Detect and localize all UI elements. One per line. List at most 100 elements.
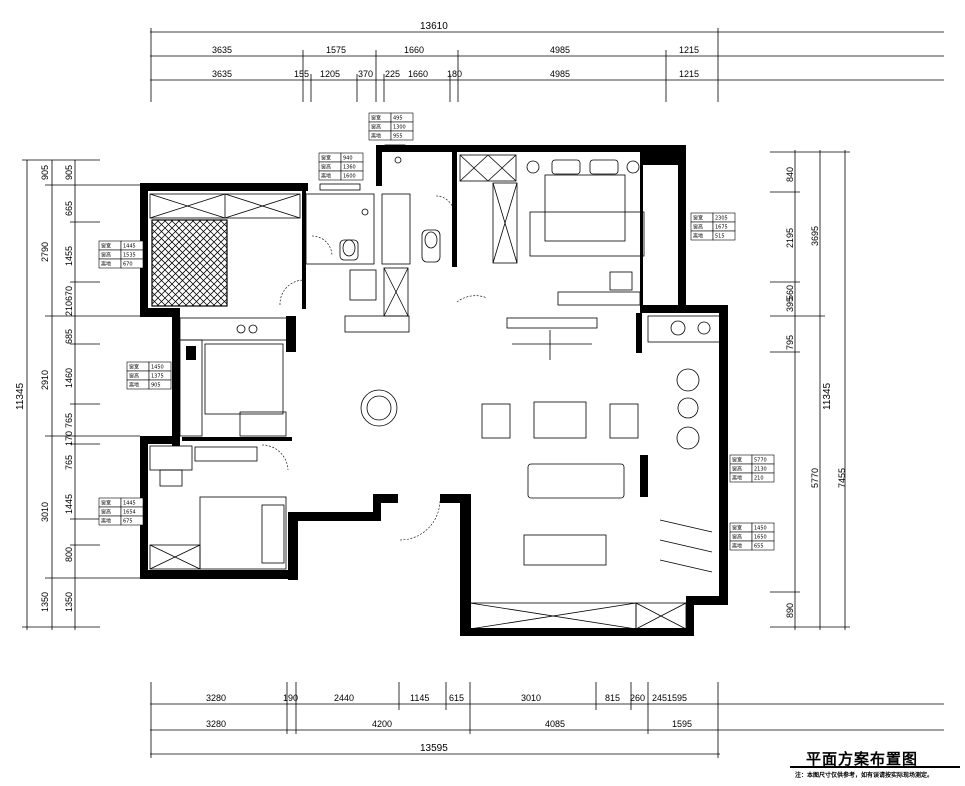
dim-right-i6: 890 (785, 603, 795, 618)
dim-left-i11: 800 (64, 547, 74, 562)
dim-left-o1: 905 (40, 165, 50, 180)
dim-left-i7: 765 (64, 413, 74, 428)
doors (261, 195, 488, 541)
left-dimensions: 11345 905 2790 2910 3010 1350 905 665 14… (15, 159, 140, 630)
window-table-cell: 210 (754, 476, 764, 482)
dim-right-i4: 395 (785, 297, 795, 312)
dim-bottom-r2-3: 4085 (545, 719, 565, 729)
dim-bottom-r2-4: 1595 (672, 719, 692, 729)
master-bedroom (459, 154, 645, 306)
dim-right-o1: 3695 (810, 226, 820, 246)
window-table-cell: 1675 (715, 225, 728, 231)
window-table-cell: 窗宽 (129, 364, 139, 371)
dim-left-o4: 3010 (40, 502, 50, 522)
dim-top-2: 1575 (326, 45, 346, 55)
bottom-dimensions: 3280 190 2440 1145 615 3010 815 260 2451… (150, 682, 944, 758)
dim-right-i1: 840 (785, 167, 795, 182)
dim-left-i9: 765 (64, 455, 74, 470)
right-dimensions: 840 2195 795 395 560 890 3695 5770 7455 … (770, 150, 850, 630)
window-table-cell: 窗高 (129, 373, 139, 380)
window-table-cell: 窗宽 (101, 243, 111, 250)
window-table-cell: 窗高 (371, 124, 381, 131)
dim-left-i3: 1455 (64, 246, 74, 266)
window-table-cell: 1650 (754, 535, 767, 541)
window-table-cell: 离地 (101, 261, 111, 268)
drawing-title: 平面方案布置图 (806, 750, 919, 768)
window-table-cell: 窗高 (732, 534, 742, 541)
bathroom-area (305, 156, 441, 333)
dim-bottom-5: 615 (449, 693, 464, 703)
window-table-cell: 窗宽 (101, 500, 111, 507)
dim-right-o3: 7455 (837, 468, 847, 488)
window-table-cell: 655 (754, 544, 764, 550)
dim-bottom-4: 1145 (410, 693, 429, 703)
window-table-cell: 1450 (754, 526, 767, 532)
dim-right-i2: 2195 (785, 228, 795, 248)
dim-bottom-6: 3010 (521, 693, 541, 703)
dim-left-i1: 905 (64, 165, 74, 180)
bed-lattice (151, 219, 228, 307)
dim-right-total: 11345 (822, 382, 833, 410)
window-table-cell: 离地 (732, 543, 742, 550)
window-table-cell: 1445 (123, 244, 136, 250)
window-table-cell: 675 (123, 519, 133, 525)
dim-top-4: 4985 (550, 45, 570, 55)
dim-top-r2-1: 3635 (212, 69, 232, 79)
window-table-cell: 2130 (754, 467, 767, 473)
dim-left-i5: 685 (64, 329, 74, 344)
dim-left-total: 11345 (15, 382, 26, 410)
window-table-cell: 窗高 (321, 164, 331, 171)
dim-top-3: 1660 (404, 45, 424, 55)
window-table-cell: 955 (393, 134, 403, 140)
window-table-cell: 940 (343, 156, 353, 162)
dim-right-o2: 5770 (810, 468, 820, 488)
dim-bottom-total: 13595 (420, 743, 448, 754)
dim-bottom-3: 2440 (334, 693, 354, 703)
window-table-cell: 2305 (715, 216, 728, 222)
window-table-cell: 670 (123, 262, 133, 268)
window-table-cell: 窗高 (732, 466, 742, 473)
bedroom-bottom-left (149, 445, 287, 570)
dim-top-r2-5: 225 (385, 69, 400, 79)
title-underline (790, 766, 960, 768)
dim-top-r2-8: 4985 (550, 69, 570, 79)
window-table-cell: 1535 (123, 253, 136, 259)
dim-bottom-7: 815 (605, 693, 620, 703)
window-table-cell: 5770 (754, 458, 767, 464)
dim-left-i4: 210670 (64, 286, 74, 316)
dim-bottom-9: 2451595 (652, 693, 687, 703)
window-table-cell: 窗宽 (732, 525, 742, 532)
dim-top-r2-6: 1660 (408, 69, 428, 79)
dim-left-o5: 1350 (40, 592, 50, 612)
dim-right-i3: 795 (785, 335, 795, 350)
bedroom-top-left (149, 193, 301, 307)
window-table-cell: 窗宽 (321, 155, 331, 162)
window-table-cell: 905 (151, 383, 161, 389)
window-table-cell: 窗高 (101, 252, 111, 259)
drawing-note: 注：本图尺寸仅供参考，如有误请按实际现场测定。 (795, 772, 934, 779)
dim-bottom-r2-1: 3280 (206, 719, 226, 729)
window-table-cell: 离地 (321, 173, 331, 180)
dim-top-r2-2: 155 (294, 69, 309, 79)
window-table-cell: 窗高 (693, 224, 703, 231)
window-table-cell: 窗高 (101, 509, 111, 516)
kitchen (179, 317, 289, 437)
dim-left-i12: 1350 (64, 592, 74, 612)
dim-bottom-r2-2: 4200 (372, 719, 392, 729)
window-table-cell: 1300 (393, 125, 406, 131)
window-table-wt-bed-left: 窗宽 1445 窗高 1535 离地 670 (98, 240, 144, 269)
dim-bottom-2: 190 (283, 693, 298, 703)
window-table-cell: 1450 (151, 365, 164, 371)
dim-top-r2-3: 1205 (320, 69, 340, 79)
top-dimensions: 13610 3635 1575 1660 4985 1215 3635 155 … (150, 21, 944, 102)
walls (140, 145, 728, 636)
window-table-cell: 窗宽 (732, 457, 742, 464)
windows (140, 144, 728, 586)
